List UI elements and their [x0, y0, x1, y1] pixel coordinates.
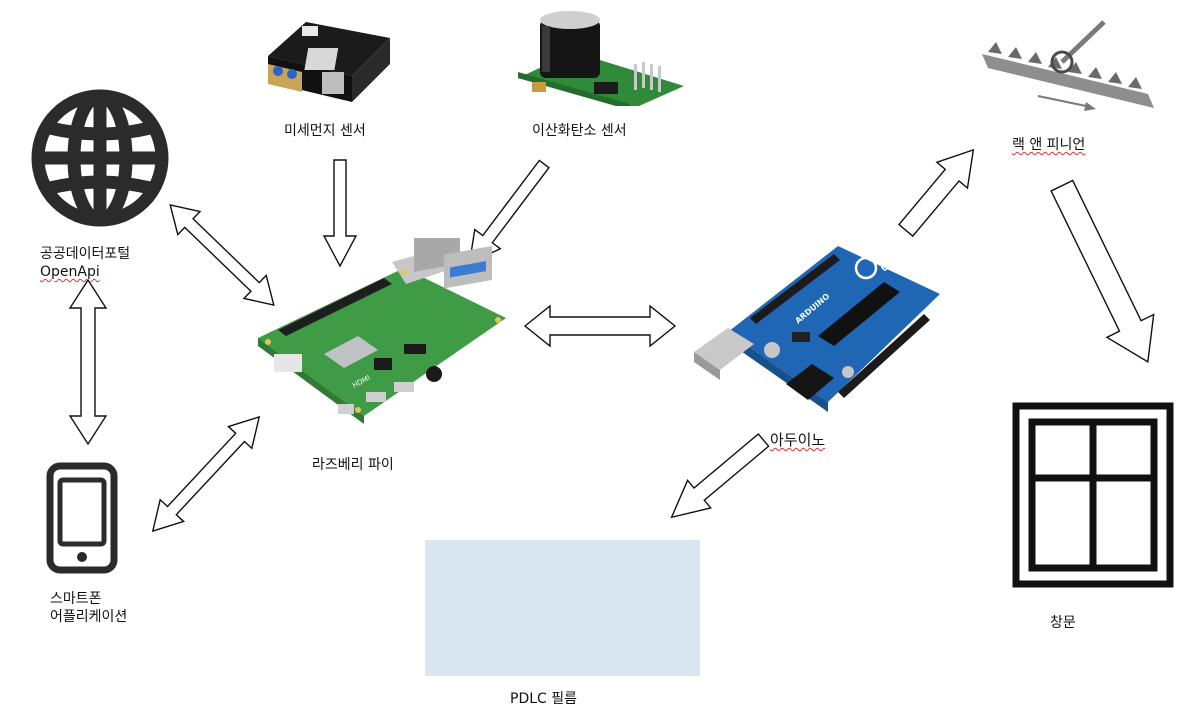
- arduino-label: 아두이노: [770, 431, 826, 449]
- raspberry-pi-image: HDMI: [254, 229, 512, 438]
- window-label: 창문: [1050, 615, 1076, 631]
- open-api-label: OpenApi: [40, 264, 100, 280]
- arduino-image: ARDUINO UNO: [688, 232, 944, 418]
- window-icon: [1012, 402, 1174, 588]
- smartphone-label: 스마트폰: [50, 591, 102, 607]
- dust-sensor-image: [262, 4, 392, 104]
- arrow-co2-to-pi: [468, 159, 550, 265]
- pdlc-label: PDLC 필름: [510, 691, 578, 707]
- arrow-arduino-to-rack: [897, 148, 975, 238]
- arrow-rack-to-window: [1050, 179, 1155, 364]
- dust-sensor-label: 미세먼지 센서: [284, 123, 366, 139]
- rack-pinion-image: [978, 14, 1156, 118]
- public-portal-label: 공공데이터포털: [40, 246, 131, 262]
- application-label: 어플리케이션: [50, 609, 128, 625]
- arrow-arduino-to-pdlc: [670, 433, 770, 519]
- rack-pinion-label: 랙 앤 피니언: [1012, 137, 1086, 153]
- smartphone-icon: [46, 462, 118, 574]
- arrow-pi-arduino: [523, 304, 677, 348]
- raspberry-pi-label: 라즈베리 파이: [312, 457, 394, 473]
- co2-sensor-label: 이산화탄소 센서: [532, 123, 627, 139]
- arrow-dust-to-pi: [322, 159, 358, 268]
- globe-icon: [28, 86, 172, 230]
- co2-sensor-image: [514, 6, 686, 110]
- arrow-phone-pi: [151, 415, 261, 533]
- pdlc-film-panel: [425, 540, 700, 676]
- arrow-portal-phone: [68, 278, 108, 446]
- arrow-portal-pi: [169, 204, 275, 306]
